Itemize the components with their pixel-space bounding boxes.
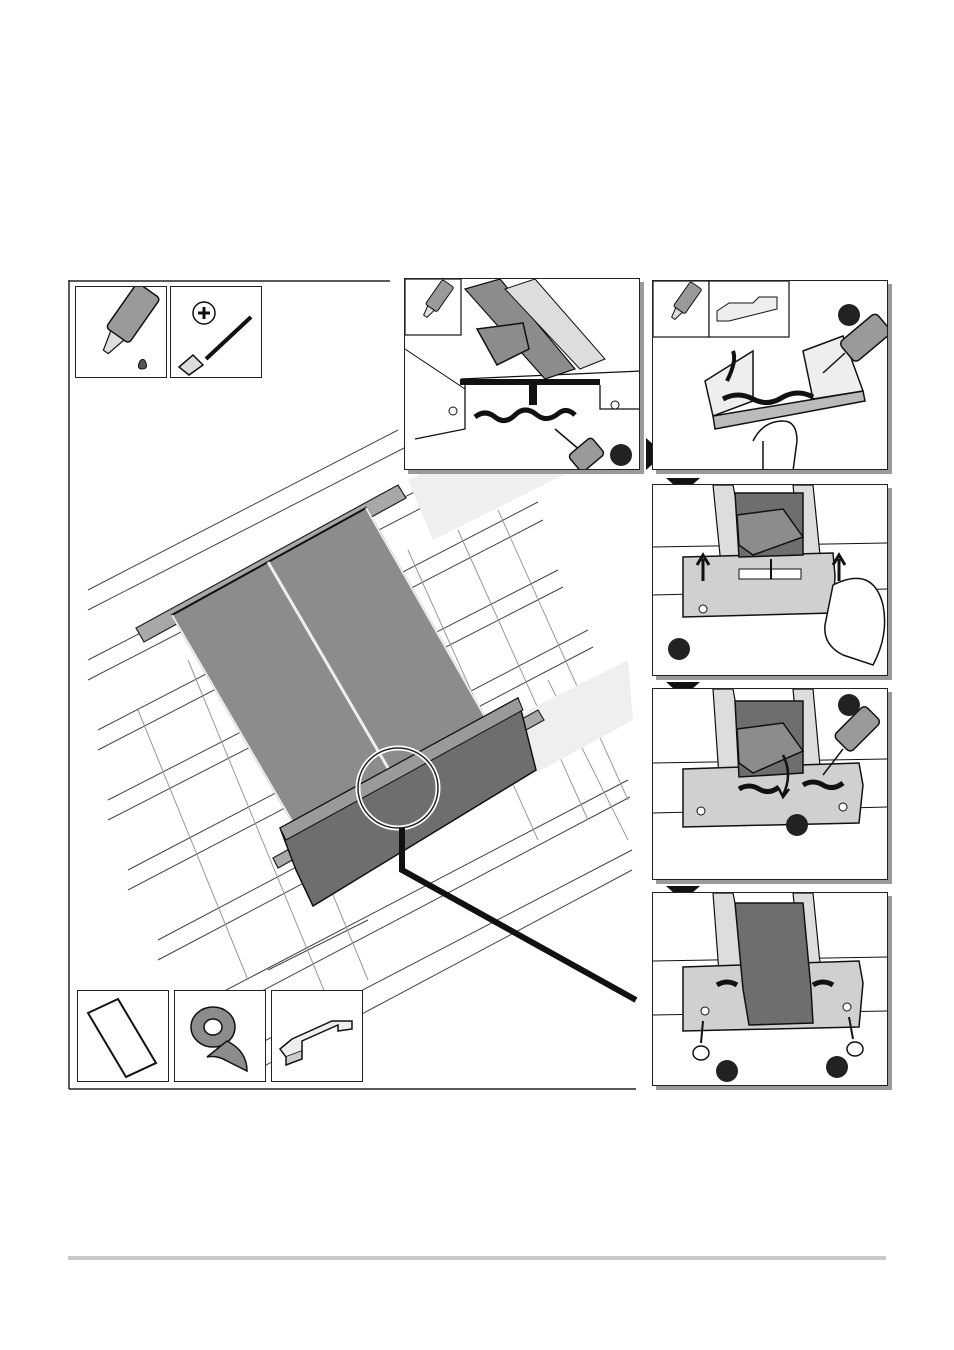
step-marker: [610, 444, 632, 466]
step-marker: [838, 694, 860, 716]
screwdriver-tool-box: [170, 286, 262, 378]
step-marker: [838, 304, 860, 326]
step-c-panel: [652, 484, 888, 676]
tape-roll-part-box: [174, 990, 266, 1082]
flashing-sheet-part-box: [77, 990, 169, 1082]
step-d-illustration: [653, 689, 888, 880]
step-e-panel: [652, 892, 888, 1086]
metal-bracket-icon: [272, 991, 362, 1081]
phillips-screwdriver-icon: [171, 287, 261, 377]
step-a-panel: [404, 278, 640, 470]
step-marker: [668, 638, 690, 660]
step-e-illustration: [653, 893, 888, 1086]
sealant-tube-icon: [76, 287, 166, 377]
step-b-illustration: [653, 281, 888, 470]
step-marker: [716, 1060, 738, 1082]
step-b-panel: [652, 280, 888, 470]
step-c-illustration: [653, 485, 888, 676]
step-a-illustration: [405, 279, 640, 470]
flashing-sheet-icon: [78, 991, 168, 1081]
bracket-part-box: [271, 990, 363, 1082]
step-d-panel: [652, 688, 888, 880]
sealant-tube-tool-box: [75, 286, 167, 378]
step-marker: [826, 1056, 848, 1078]
step-marker: [786, 814, 808, 836]
footer-rule: [68, 1256, 886, 1260]
adhesive-tape-roll-icon: [175, 991, 265, 1081]
